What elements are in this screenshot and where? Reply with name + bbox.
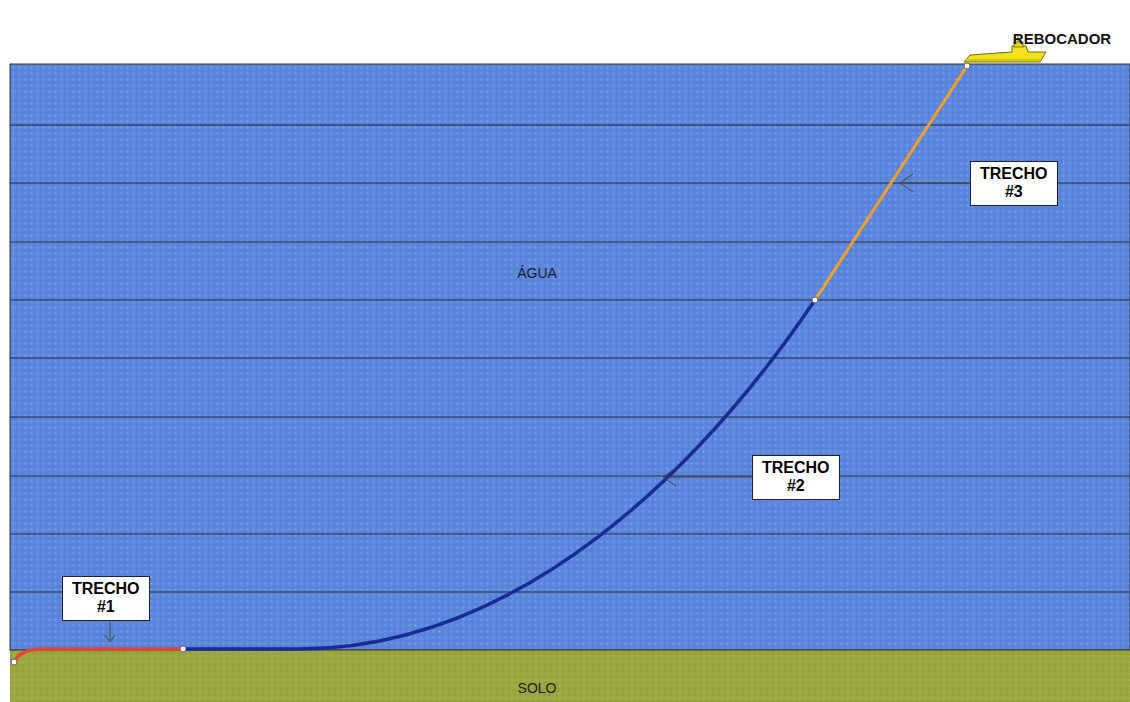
callout-box: TRECHO #2: [752, 455, 840, 500]
cable-segment-2: [183, 300, 815, 649]
callout-label: TRECHO #1: [72, 580, 140, 617]
callout-label: TRECHO #3: [980, 165, 1048, 202]
soil-region: [10, 650, 1130, 702]
leader-lines: [105, 174, 970, 642]
callout-label: TRECHO #2: [762, 459, 830, 496]
depth-lines: [10, 125, 1130, 592]
joint-dots: [11, 63, 970, 665]
callout-box: TRECHO #3: [970, 161, 1058, 206]
cable-segment-1: [14, 649, 183, 662]
callout-box: TRECHO #1: [62, 576, 150, 621]
region-label: ÁGUA: [517, 265, 557, 281]
region-label: REBOCADOR: [1013, 30, 1111, 47]
water-region: [10, 64, 1130, 650]
region-label: SOLO: [518, 680, 557, 696]
